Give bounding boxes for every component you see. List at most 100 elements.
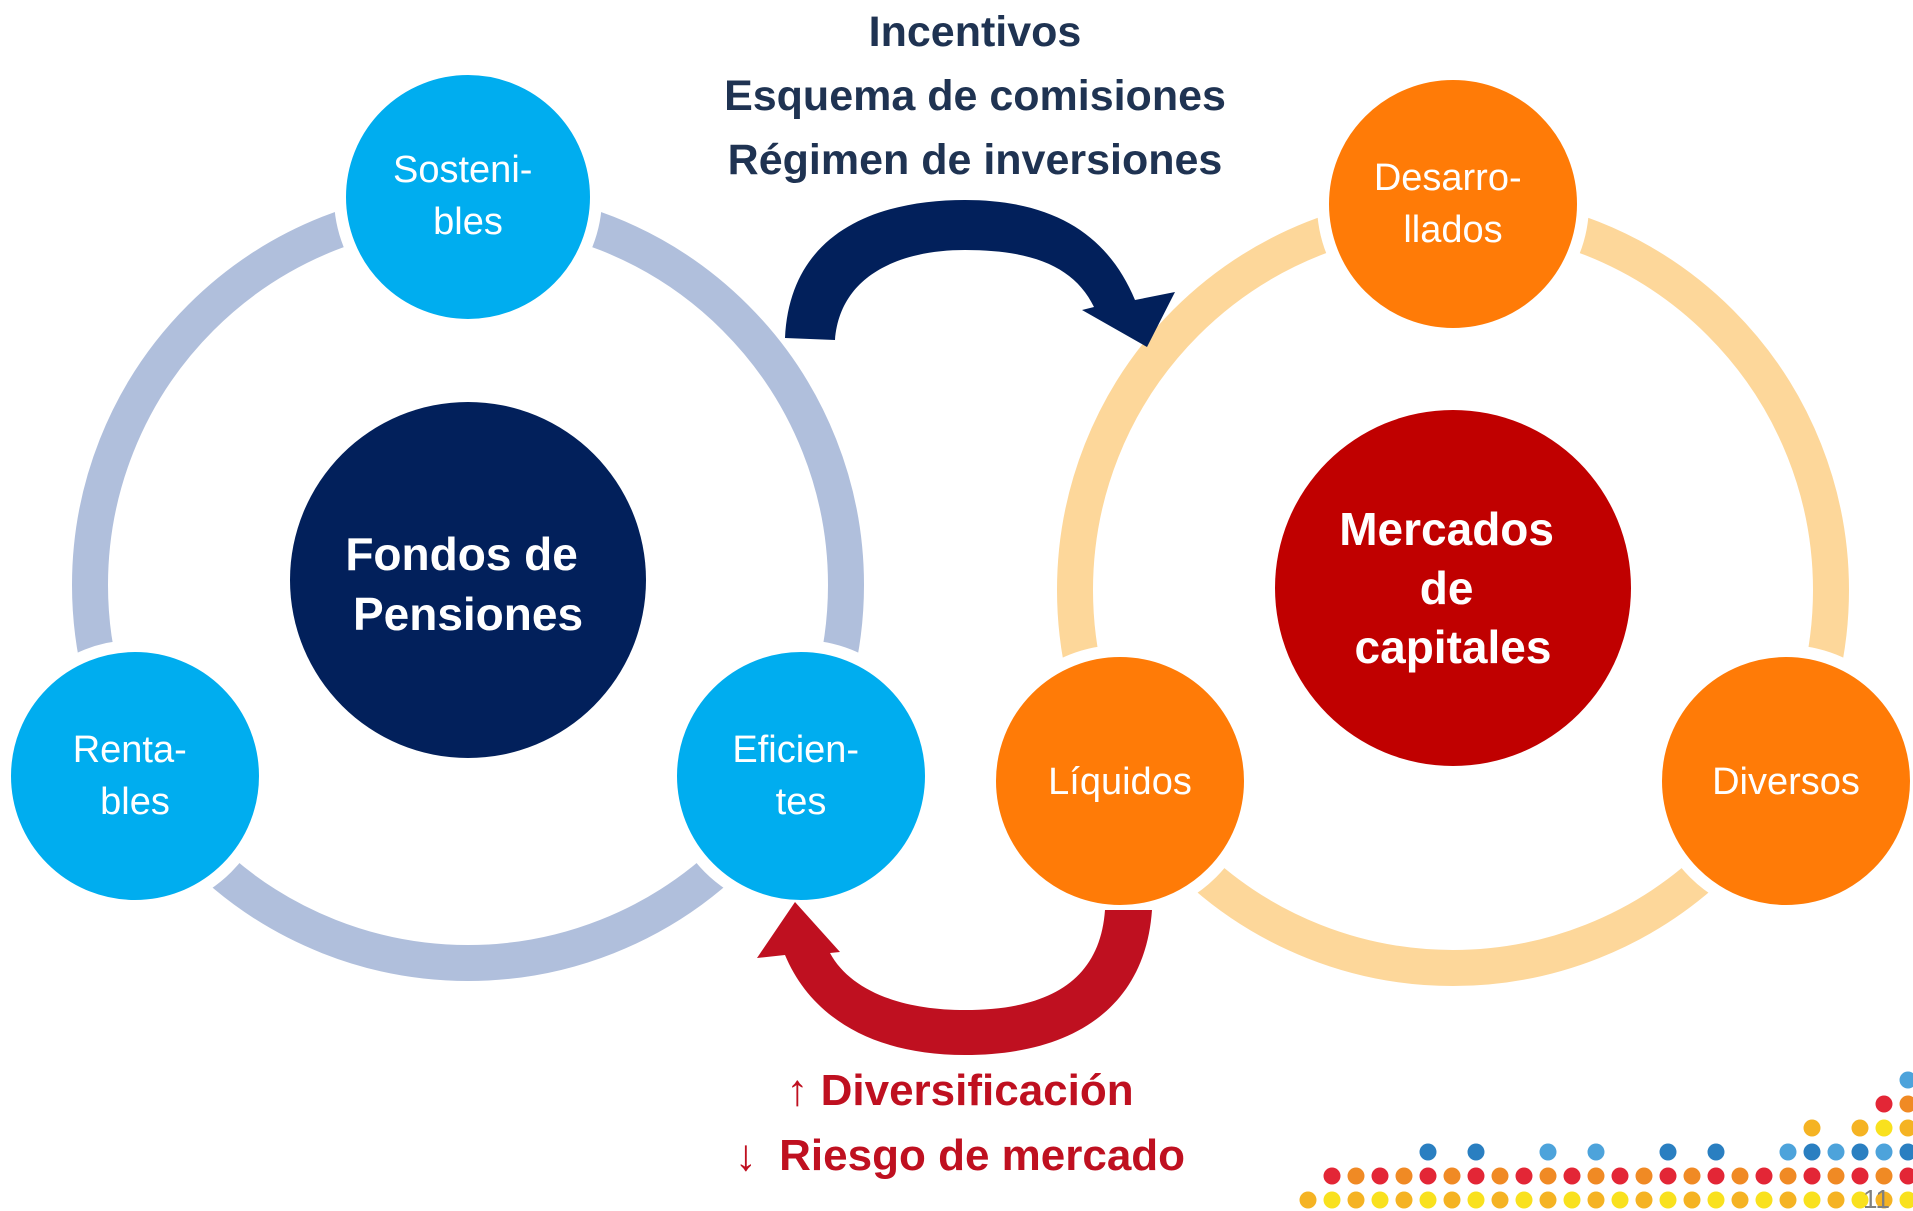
logo-dot — [1563, 1191, 1581, 1209]
top-label-inversiones: Régimen de inversiones — [728, 136, 1223, 184]
logo-dot — [1539, 1143, 1557, 1161]
svg-text:Renta- bles: Renta- bles — [73, 729, 198, 823]
logo-dot — [1875, 1167, 1893, 1185]
logo-dot — [1803, 1167, 1821, 1185]
left-center-circle — [290, 402, 646, 758]
logo-dot — [1803, 1143, 1821, 1161]
svg-text:Líquidos: Líquidos — [1048, 761, 1192, 803]
arrow-down-icon: ↓ — [735, 1131, 757, 1180]
logo-dot — [1611, 1167, 1629, 1185]
logo-dot — [1899, 1167, 1913, 1185]
logo-dot — [1707, 1143, 1725, 1161]
logo-dot — [1347, 1191, 1365, 1209]
logo-dot — [1779, 1167, 1797, 1185]
logo-dot — [1419, 1167, 1437, 1185]
right-center-label: Mercados de capitales — [1339, 503, 1567, 673]
top-label-incentivos: Incentivos — [869, 8, 1082, 56]
logo-dot — [1851, 1167, 1869, 1185]
logo-dot — [1875, 1191, 1893, 1209]
logo-dot — [1467, 1191, 1485, 1209]
right-cycle: Mercados de capitales Desarro- llados Lí… — [984, 68, 1913, 986]
left-center-label: Fondos de Pensiones — [345, 528, 590, 640]
logo-dot — [1755, 1191, 1773, 1209]
logo-dot — [1443, 1167, 1461, 1185]
logo-dot — [1395, 1191, 1413, 1209]
svg-text:Sosteni- bles: Sosteni- bles — [393, 149, 543, 243]
logo-dot — [1515, 1167, 1533, 1185]
logo-dot — [1419, 1143, 1437, 1161]
logo-dot — [1539, 1191, 1557, 1209]
logo-dot — [1683, 1167, 1701, 1185]
bottom-label-diversificacion: ↑ Diversificación — [786, 1066, 1133, 1115]
logo-dot — [1899, 1071, 1913, 1089]
logo-dot — [1347, 1167, 1365, 1185]
right-center-circle — [1275, 410, 1631, 766]
logo-dot — [1659, 1143, 1677, 1161]
bottom-labels: ↑ Diversificación ↓ Riesgo de mercado — [735, 1066, 1185, 1180]
svg-text:Diversos: Diversos — [1712, 761, 1860, 803]
logo-dot — [1875, 1119, 1893, 1137]
logo-dot — [1707, 1191, 1725, 1209]
logo-dot — [1851, 1119, 1869, 1137]
logo-dot — [1563, 1167, 1581, 1185]
logo-dot — [1371, 1167, 1389, 1185]
dot-pattern-logo — [1299, 1071, 1913, 1209]
logo-dot — [1755, 1167, 1773, 1185]
logo-dot — [1899, 1143, 1913, 1161]
logo-dot — [1779, 1143, 1797, 1161]
logo-dot — [1803, 1191, 1821, 1209]
logo-dot — [1659, 1191, 1677, 1209]
logo-dot — [1515, 1191, 1533, 1209]
logo-dot — [1419, 1191, 1437, 1209]
node-desarrollados: Desarro- llados — [1317, 68, 1589, 340]
logo-dot — [1827, 1191, 1845, 1209]
logo-dot — [1875, 1143, 1893, 1161]
logo-dot — [1875, 1095, 1893, 1113]
logo-dot — [1395, 1167, 1413, 1185]
logo-dot — [1611, 1191, 1629, 1209]
node-diversos: Diversos — [1650, 645, 1913, 917]
top-labels: Incentivos Esquema de comisiones Régimen… — [724, 8, 1226, 184]
logo-dot — [1899, 1119, 1913, 1137]
logo-dot — [1659, 1167, 1677, 1185]
bottom-label-riesgo: ↓ Riesgo de mercado — [735, 1131, 1185, 1180]
logo-dot — [1851, 1143, 1869, 1161]
logo-dot — [1491, 1167, 1509, 1185]
logo-dot — [1323, 1191, 1341, 1209]
arrow-up-icon: ↑ — [786, 1066, 808, 1115]
logo-dot — [1635, 1167, 1653, 1185]
page-number: 11 — [1863, 1184, 1890, 1211]
logo-dot — [1827, 1143, 1845, 1161]
bottom-curved-arrow — [757, 902, 1152, 1055]
logo-dot — [1299, 1191, 1317, 1209]
logo-dot — [1827, 1167, 1845, 1185]
logo-dot — [1467, 1143, 1485, 1161]
logo-dot — [1851, 1191, 1869, 1209]
top-curved-arrow — [785, 200, 1175, 347]
logo-dot — [1587, 1191, 1605, 1209]
node-rentables: Renta- bles — [0, 640, 271, 912]
svg-text:Desarro- llados: Desarro- llados — [1374, 157, 1532, 251]
logo-dot — [1683, 1191, 1701, 1209]
logo-dot — [1899, 1191, 1913, 1209]
logo-dot — [1731, 1191, 1749, 1209]
logo-dot — [1443, 1191, 1461, 1209]
node-liquidos: Líquidos — [984, 645, 1256, 917]
logo-dot — [1587, 1143, 1605, 1161]
logo-dot — [1731, 1167, 1749, 1185]
logo-dot — [1371, 1191, 1389, 1209]
svg-text:Eficien- tes: Eficien- tes — [732, 729, 869, 823]
logo-dot — [1803, 1119, 1821, 1137]
node-eficientes: Eficien- tes — [665, 640, 937, 912]
logo-dot — [1779, 1191, 1797, 1209]
logo-dot — [1587, 1167, 1605, 1185]
logo-dot — [1707, 1167, 1725, 1185]
logo-dot — [1467, 1167, 1485, 1185]
logo-dot — [1323, 1167, 1341, 1185]
logo-dot — [1899, 1095, 1913, 1113]
logo-dot — [1491, 1191, 1509, 1209]
top-label-comisiones: Esquema de comisiones — [724, 72, 1226, 120]
left-cycle: Fondos de Pensiones Sosteni- bles Renta-… — [0, 63, 937, 981]
logo-dot — [1635, 1191, 1653, 1209]
